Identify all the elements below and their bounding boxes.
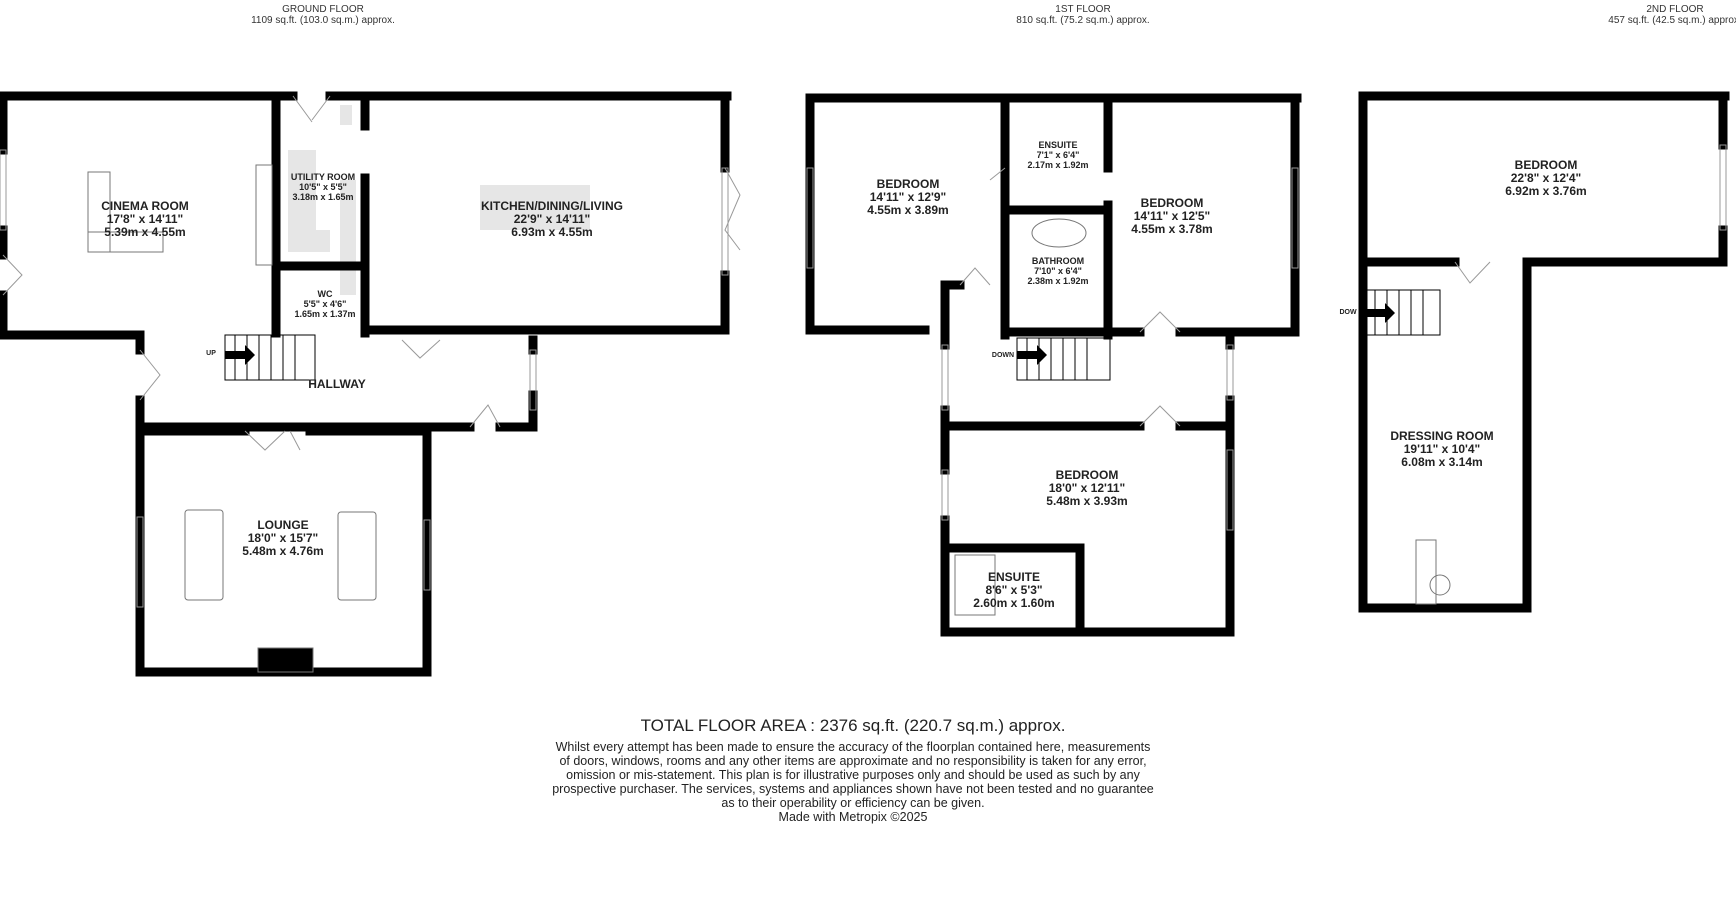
- kitchen-units: [288, 105, 590, 295]
- total-floor-area: TOTAL FLOOR AREA : 2376 sq.ft. (220.7 sq…: [640, 716, 1066, 735]
- windows-doors: [0, 95, 1727, 608]
- stair-arrows: [225, 303, 1395, 365]
- stair-label-down: DOWN: [991, 352, 1015, 359]
- credit: Made with Metropix ©2025: [778, 810, 928, 824]
- furniture: [87, 164, 1451, 673]
- disclaimer: Whilst every attempt has been made to en…: [552, 740, 1154, 824]
- stair-label-up: UP: [206, 350, 216, 357]
- room-hallway: HALLWAY: [308, 377, 366, 391]
- stair-label-down-2: DOW: [1339, 309, 1357, 316]
- walls: [0, 91, 1730, 677]
